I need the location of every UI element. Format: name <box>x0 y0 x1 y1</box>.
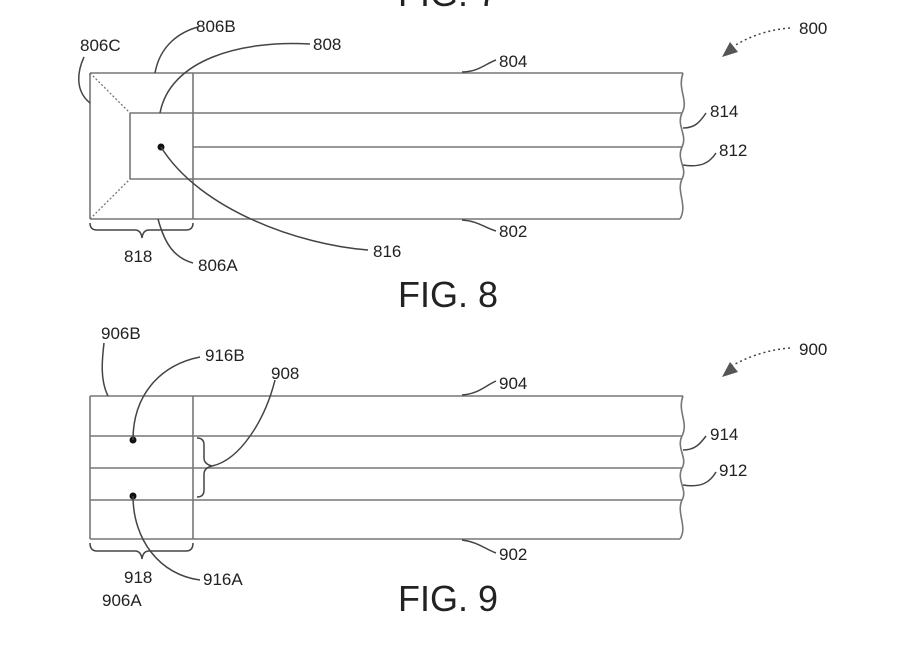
label-812: 812 <box>719 141 747 160</box>
label-804: 804 <box>499 52 527 71</box>
fig8: 800 806C 806B 808 804 814 812 802 816 81… <box>78 17 827 315</box>
leader-904 <box>461 380 497 396</box>
label-806A: 806A <box>198 256 238 275</box>
leader-808 <box>159 42 311 114</box>
leader-902 <box>461 539 497 554</box>
leader-800 <box>727 27 791 51</box>
leader-914 <box>682 435 707 451</box>
leader-804 <box>461 59 497 73</box>
leader-912 <box>682 471 717 487</box>
leader-916B <box>132 356 201 441</box>
label-916B: 916B <box>205 346 245 365</box>
leader-816 <box>160 146 369 251</box>
leader-906B <box>101 342 109 397</box>
label-802: 802 <box>499 222 527 241</box>
leader-812 <box>682 152 717 167</box>
leader-916A <box>132 495 201 581</box>
label-808: 808 <box>313 35 341 54</box>
leader-900 <box>727 347 791 369</box>
leader-802 <box>461 219 497 232</box>
leader-806B <box>154 26 199 74</box>
label-914: 914 <box>710 425 738 444</box>
label-902: 902 <box>499 545 527 564</box>
label-814: 814 <box>710 102 738 121</box>
label-816: 816 <box>373 242 401 261</box>
fig8-strip <box>89 72 686 220</box>
label-900: 900 <box>799 340 827 359</box>
label-912: 912 <box>719 461 747 480</box>
leader-806C <box>78 56 91 104</box>
label-916A: 916A <box>203 570 243 589</box>
label-908: 908 <box>271 364 299 383</box>
fig8-caption: FIG. 8 <box>398 274 498 315</box>
leader-908 <box>211 379 276 467</box>
label-806C: 806C <box>80 36 121 55</box>
arrow-900-icon <box>722 362 738 377</box>
label-918: 918 <box>124 568 152 587</box>
fig9-brace-918 <box>89 542 194 560</box>
fig8-brace-818 <box>89 222 194 239</box>
fig9-caption: FIG. 9 <box>398 578 498 619</box>
fig9: 900 906B 916B 908 904 914 912 902 918 91… <box>89 324 827 619</box>
label-818: 818 <box>124 247 152 266</box>
label-906B: 906B <box>101 324 141 343</box>
leader-814 <box>682 112 707 129</box>
arrow-800-icon <box>722 42 738 57</box>
label-906A: 906A <box>102 591 142 610</box>
label-904: 904 <box>499 374 527 393</box>
label-806B: 806B <box>196 17 236 36</box>
fig9-strip <box>89 395 686 540</box>
fig7-caption: FIG. 7 <box>398 0 498 14</box>
leader-806A <box>157 218 194 264</box>
label-800: 800 <box>799 19 827 38</box>
